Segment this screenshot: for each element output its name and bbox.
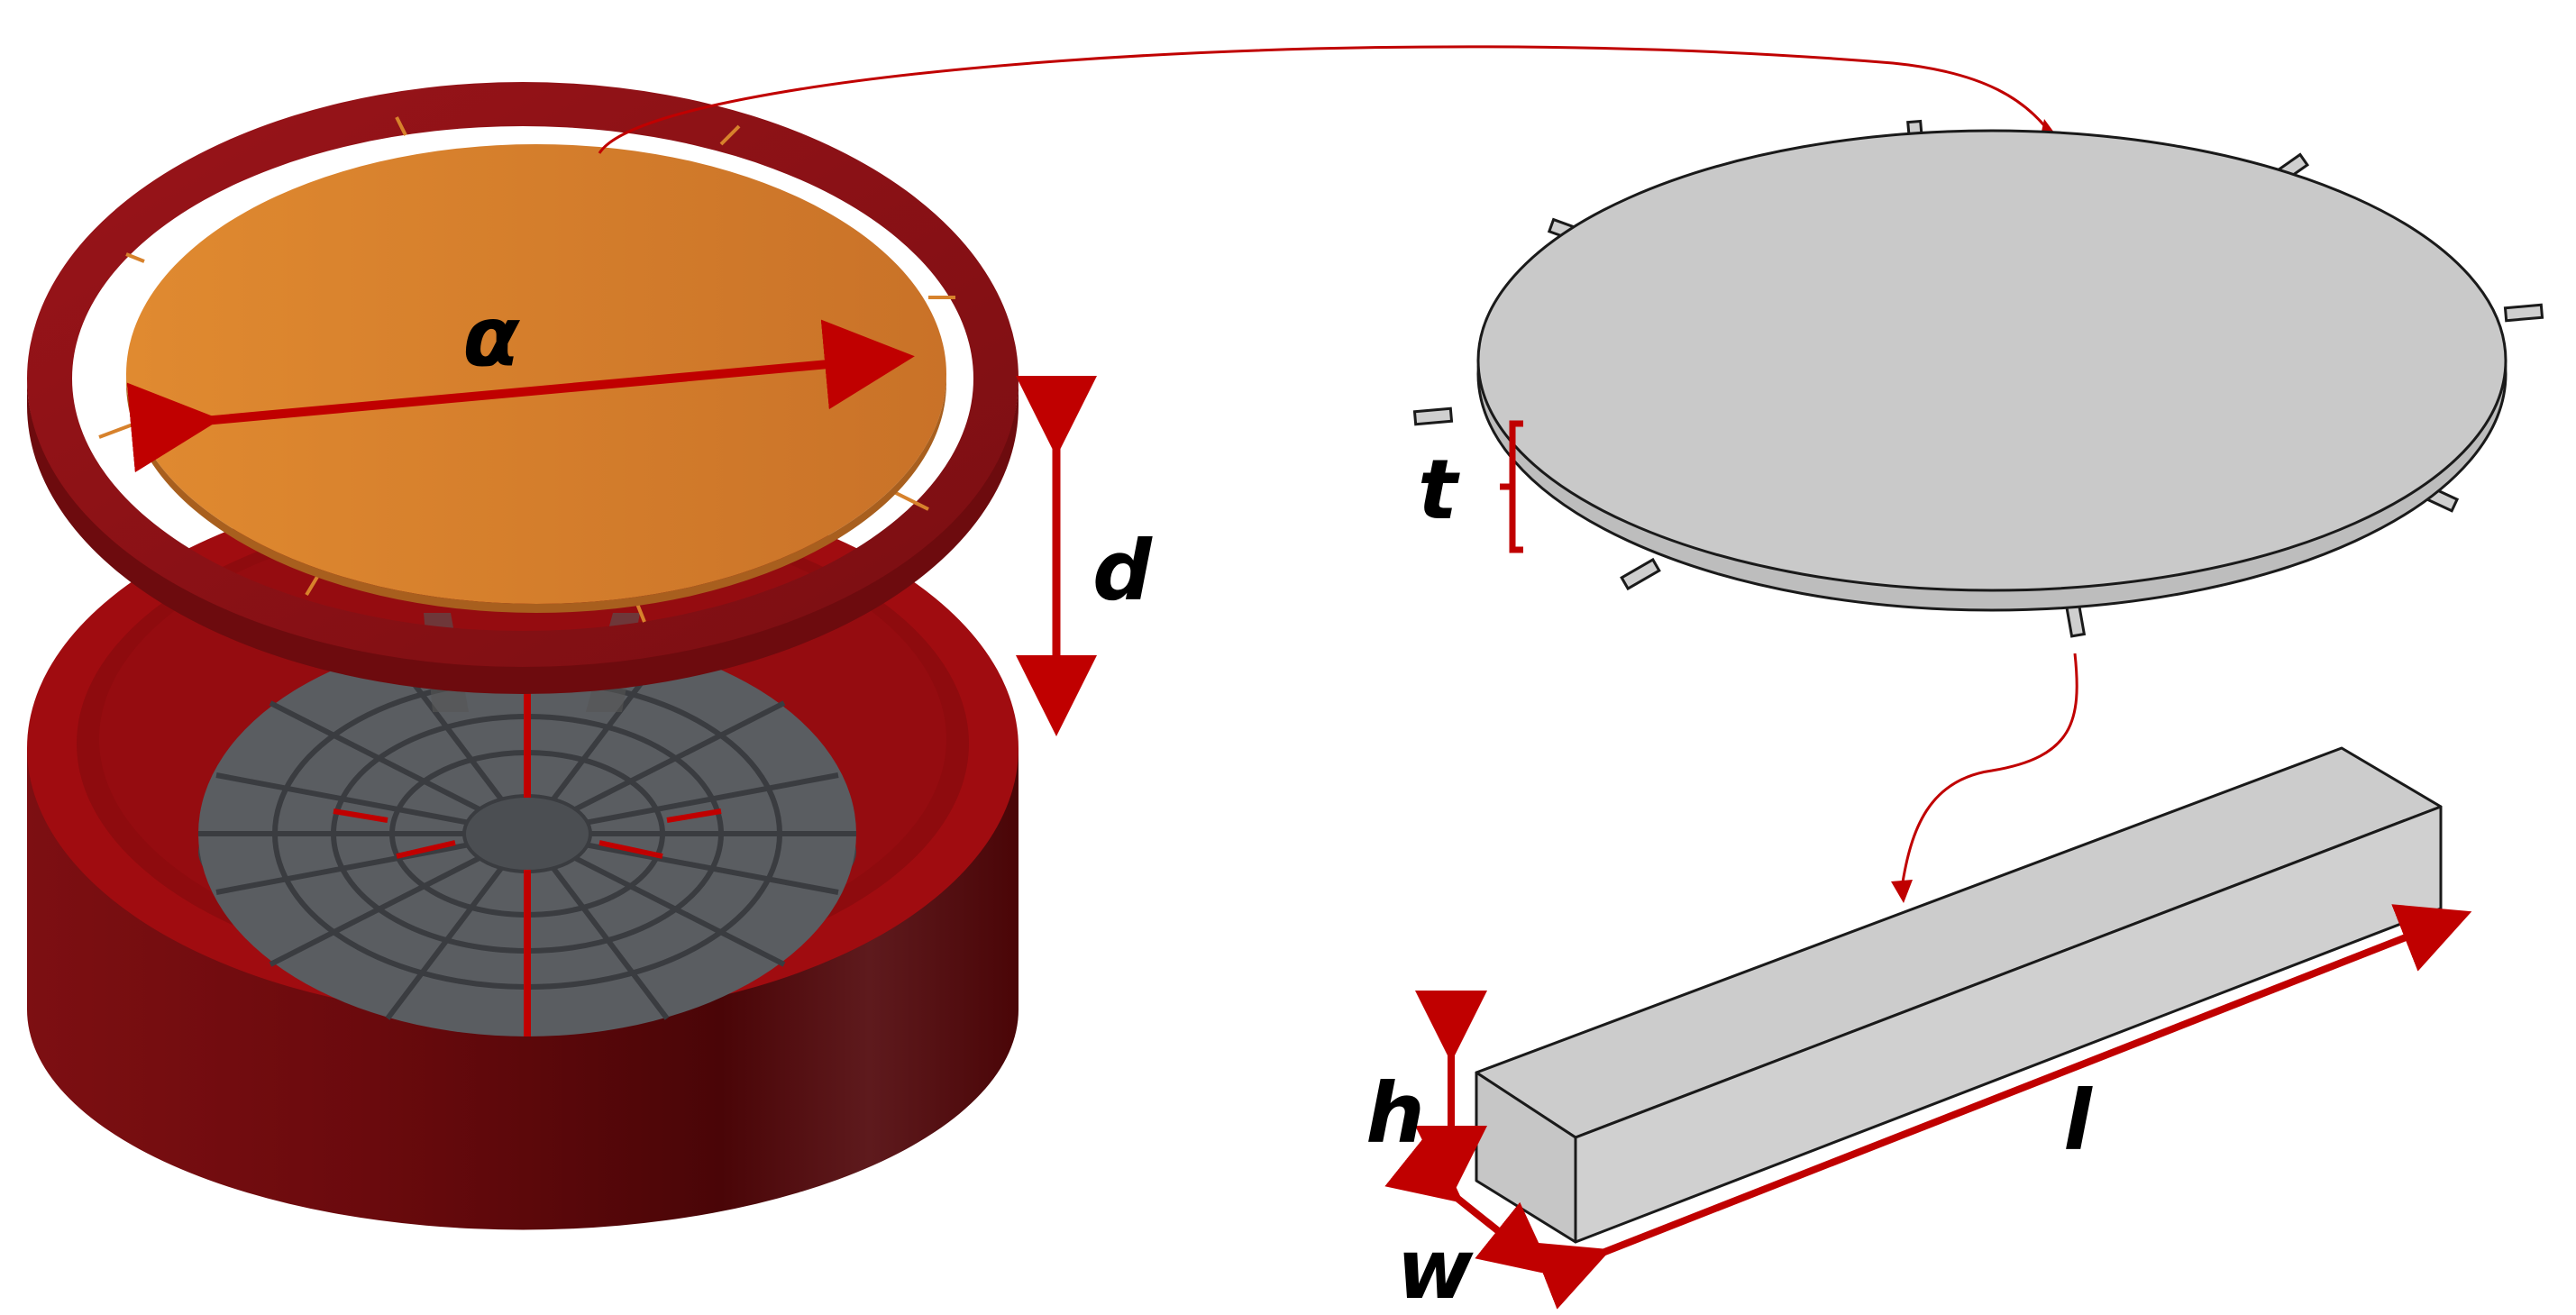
connector-arrow-top [598,45,2057,154]
h-label: h [1366,1065,1425,1162]
d-label: d [1092,523,1153,619]
t-label: t [1418,442,1460,538]
l-dimension-arrow [1530,904,2472,1310]
membrane-plate: t [1412,119,2544,638]
w-label: w [1397,1221,1475,1315]
t-dimension-bracket [1500,420,1523,553]
w-dimension-arrow [1384,1129,1554,1275]
l-label: l [2063,1073,2093,1169]
connector-arrow-bottom-head [1891,880,1913,903]
orange-plate [126,144,946,604]
assembled-device: α d [27,82,1153,1230]
membrane-top [1476,129,2507,592]
alpha-label: α [462,288,520,385]
rectangular-beam [1475,746,2443,1244]
alpha-dimension-arrow [126,319,915,473]
connector-arrow-bottom [1900,653,2078,889]
